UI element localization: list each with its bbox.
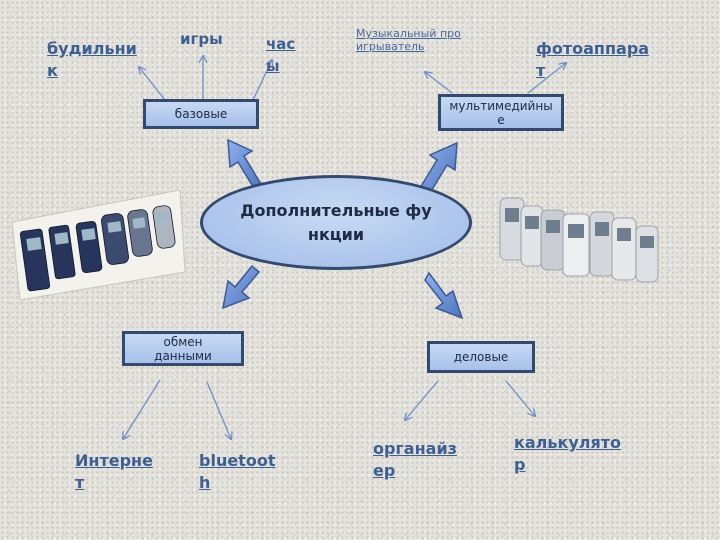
leaf-camera[interactable]: фотоаппарат (536, 39, 650, 80)
phone-row-photo-icon (499, 197, 659, 283)
leaf-games[interactable]: игры (180, 30, 223, 48)
category-basic-label: базовые (174, 107, 228, 121)
category-business: деловые (427, 341, 535, 373)
category-exchange-label: обмен данными (154, 334, 212, 363)
leaf-music-player[interactable]: Музыкальный проигрыватель (356, 27, 461, 53)
thin-arrow-music-player (425, 72, 453, 94)
category-exchange: обмен данными (122, 331, 244, 366)
thin-arrow-camera (527, 63, 566, 94)
central-topic: Дополнительные функции (200, 175, 472, 270)
thin-arrow-clock (252, 60, 272, 101)
leaf-clock[interactable]: часы (266, 35, 296, 75)
block-arrow-to-business (424, 271, 464, 320)
category-business-label: деловые (453, 350, 509, 364)
thin-arrow-organizer (405, 380, 439, 420)
leaf-calculator[interactable]: калькулятор (514, 433, 622, 474)
category-basic: базовые (143, 99, 259, 129)
phone-row-photo-icon (11, 189, 186, 301)
category-multimedia: мультимедийные (438, 94, 564, 131)
leaf-internet[interactable]: Интернет (75, 451, 153, 492)
leaf-bluetooth[interactable]: bluetooth (199, 451, 276, 492)
thin-arrow-bluetooth (206, 381, 231, 439)
leaf-alarm[interactable]: будильник (47, 39, 137, 80)
thin-arrow-internet (123, 379, 161, 439)
category-multimedia-label: мультимедийные (449, 98, 553, 127)
thin-arrow-alarm (139, 67, 166, 101)
central-topic-label: Дополнительные функции (240, 200, 432, 244)
thin-arrow-calculator (505, 380, 535, 416)
block-arrow-to-basic (227, 138, 262, 192)
block-arrow-to-exchange (222, 264, 261, 310)
block-arrow-to-multimedia (418, 141, 458, 194)
leaf-organizer[interactable]: органайзер (373, 439, 457, 480)
